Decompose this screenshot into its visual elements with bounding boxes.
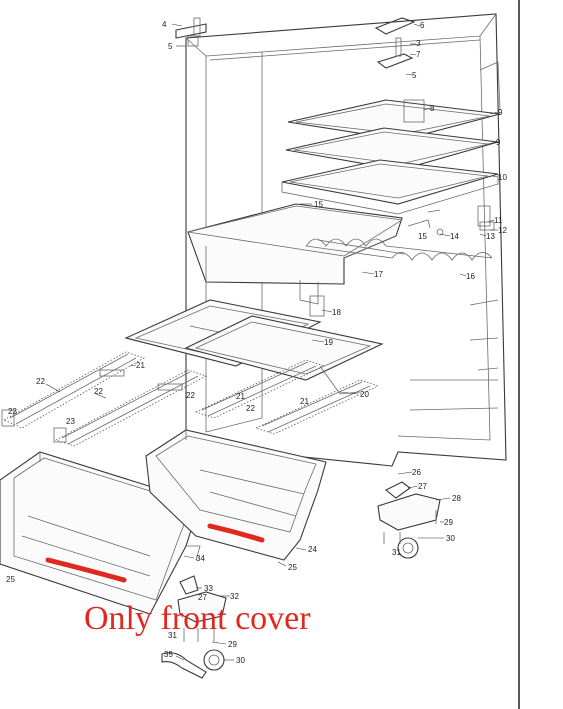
right-wall-parts (407, 205, 495, 236)
right-telescopic-rails (194, 359, 380, 435)
part-label: 6 (420, 21, 425, 30)
part-label: 34 (196, 554, 205, 563)
part-label: 27 (418, 482, 427, 491)
annotation-caption: Only front cover (84, 600, 311, 637)
part-label: 27 (198, 593, 207, 602)
part-label: 10 (498, 173, 507, 182)
part-label: 29 (444, 518, 453, 527)
part-label: 11 (494, 216, 503, 225)
part-label: 16 (466, 272, 475, 281)
part-label: 23 (8, 407, 17, 416)
part-label: 17 (374, 270, 383, 279)
part-label: 20 (360, 390, 369, 399)
part-label: 5 (168, 42, 173, 51)
left-telescopic-rails (1, 351, 208, 447)
part-label: 15 (314, 200, 323, 209)
upper-crisper-drawer (187, 203, 404, 305)
part-label: 21 (300, 397, 309, 406)
part-18-block (309, 295, 325, 317)
part-label: 15 (418, 232, 427, 241)
part-label: 22 (186, 391, 195, 400)
part-label: 21 (136, 361, 145, 370)
glass-shelf-3 (281, 159, 499, 215)
crisper-drawer-right (145, 429, 327, 561)
part-label: 7 (416, 50, 421, 59)
part-labels: 4 5 6 3 7 5 8 9 9 10 15 11 12 13 15 14 1… (6, 20, 507, 665)
part-label: 23 (66, 417, 75, 426)
part-label: 24 (308, 545, 317, 554)
part-label: 13 (486, 232, 495, 241)
part-label: 30 (446, 534, 455, 543)
leader-lines (45, 23, 499, 661)
part-label: 3 (416, 39, 421, 48)
part-label: 22 (246, 404, 255, 413)
part-label: 31 (168, 631, 177, 640)
crisper-glass-cover-right (184, 315, 384, 381)
part-label: 32 (230, 592, 239, 601)
top-hinge-right (374, 17, 416, 69)
part-label: 25 (288, 563, 297, 572)
bottom-hinge-left (161, 575, 227, 679)
part-label: 25 (6, 575, 15, 584)
part-label: 31 (392, 548, 401, 557)
part-label: 22 (94, 387, 103, 396)
part-label: 30 (236, 656, 245, 665)
part-label: 14 (450, 232, 459, 241)
wine-rack (305, 238, 493, 261)
highlight-stroke-left-drawer (45, 557, 127, 583)
part-label: 18 (332, 308, 341, 317)
part-label: 4 (162, 20, 167, 29)
part-label: 9 (498, 108, 503, 117)
part-label: 9 (496, 138, 501, 147)
highlight-stroke-right-drawer (207, 523, 265, 543)
glass-shelf-1 (287, 99, 501, 141)
part-label: 33 (204, 584, 213, 593)
part-label: 29 (228, 640, 237, 649)
part-label: 21 (236, 392, 245, 401)
bottom-hinge-right (377, 481, 441, 559)
part-label: 35 (164, 650, 173, 659)
part-label: 22 (36, 377, 45, 386)
part-label: 28 (452, 494, 461, 503)
part-label: 19 (324, 338, 333, 347)
part-label: 12 (498, 226, 507, 235)
part-label: 26 (412, 468, 421, 477)
part-label: 8 (430, 104, 435, 113)
top-hinge-left (175, 17, 207, 47)
part-label: 5 (412, 71, 417, 80)
